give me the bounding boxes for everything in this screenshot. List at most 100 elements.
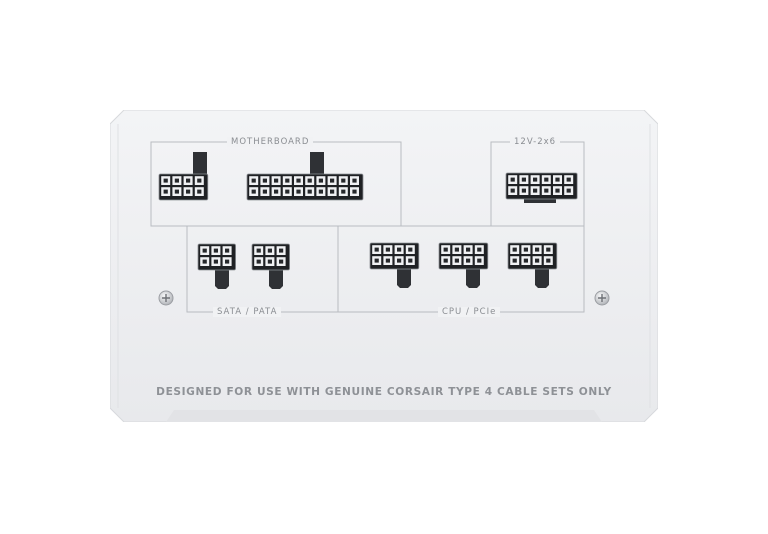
connector-pin-hole (267, 248, 272, 253)
cpu-frame (337, 225, 585, 313)
connector-pin-hole (307, 189, 312, 194)
connector-pin-hole (330, 189, 335, 194)
connector-pin-hole (279, 248, 284, 253)
connector-pin-hole (385, 247, 390, 252)
connector-pin-hole (197, 189, 202, 194)
connector-pin-hole (256, 259, 261, 264)
cable-notice: DESIGNED FOR USE WITH GENUINE CORSAIR TY… (156, 386, 612, 398)
connector-pin-hole (213, 259, 218, 264)
connector-cpu_pcie-8 (507, 242, 558, 288)
connector-pin-hole (186, 178, 191, 183)
connector-pin-hole (279, 259, 284, 264)
connector-latch (215, 270, 229, 289)
connector-pin-hole (174, 189, 179, 194)
connector-pin-hole (397, 247, 402, 252)
connector-pin-hole (374, 247, 379, 252)
screw-icon-left (158, 290, 174, 306)
connector-pin-hole (466, 247, 471, 252)
connector-pin-hole (174, 178, 179, 183)
connector-pin-hole (477, 247, 482, 252)
connector-pin-hole (397, 258, 402, 263)
connector-sata_pata-4 (197, 243, 236, 289)
connector-pin-hole (443, 258, 448, 263)
connector-pin-hole (555, 188, 560, 193)
connector-pin-hole (535, 247, 540, 252)
connector-pin-hole (262, 178, 267, 183)
connector-pin-hole (477, 258, 482, 263)
motherboard-label: MOTHERBOARD (227, 137, 314, 147)
connector-latch (193, 152, 207, 174)
12v-label: 12V-2x6 (510, 137, 561, 147)
connector-pin-hole (454, 258, 459, 263)
connector-12v-3 (505, 172, 578, 203)
connector-pin-hole (163, 189, 168, 194)
connector-pin-hole (566, 177, 571, 182)
connector-pin-hole (521, 177, 526, 182)
connector-pin-hole (408, 247, 413, 252)
connector-pin-hole (225, 259, 230, 264)
connector-pin-hole (341, 189, 346, 194)
connector-pin-hole (251, 178, 256, 183)
connector-pin-hole (546, 258, 551, 263)
connector-pin-hole (523, 247, 528, 252)
connector-pin-hole (267, 259, 272, 264)
connector-pin-hole (544, 188, 549, 193)
connector-pin-hole (521, 188, 526, 193)
connector-pin-hole (163, 178, 168, 183)
connector-pin-hole (256, 248, 261, 253)
connector-pin-hole (544, 177, 549, 182)
connector-sata_pata-5 (251, 243, 290, 289)
connector-pin-hole (296, 189, 301, 194)
connector-pin-hole (533, 177, 538, 182)
connector-pin-hole (213, 248, 218, 253)
connector-pin-hole (285, 178, 290, 183)
connector-pin-hole (197, 178, 202, 183)
connector-motherboard-1 (158, 152, 209, 201)
connector-pin-hole (285, 189, 290, 194)
connector-pin-hole (352, 189, 357, 194)
connector-pin-hole (225, 248, 230, 253)
connector-pin-hole (555, 177, 560, 182)
connector-pin-hole (546, 247, 551, 252)
connector-pin-hole (385, 258, 390, 263)
connector-pin-hole (408, 258, 413, 263)
connector-latch (269, 270, 283, 289)
connector-pin-hole (512, 247, 517, 252)
connector-pin-hole (533, 188, 538, 193)
connector-pin-hole (202, 259, 207, 264)
connector-latch (466, 269, 480, 288)
connector-pin-hole (262, 189, 267, 194)
connector-cpu_pcie-6 (369, 242, 420, 288)
connector-pin-hole (454, 247, 459, 252)
connector-pin-hole (566, 188, 571, 193)
connector-motherboard-2 (246, 152, 364, 201)
connector-pin-hole (466, 258, 471, 263)
connector-pin-hole (202, 248, 207, 253)
cpu-pcie-label: CPU / PCIe (438, 307, 501, 317)
connector-pin-hole (296, 178, 301, 183)
connector-pin-hole (274, 189, 279, 194)
connector-pin-hole (330, 178, 335, 183)
connector-pin-hole (318, 178, 323, 183)
sata-pata-label: SATA / PATA (213, 307, 282, 317)
connector-pin-hole (510, 177, 515, 182)
connector-pin-hole (307, 178, 312, 183)
connector-pin-hole (443, 247, 448, 252)
connector-cpu_pcie-7 (438, 242, 489, 288)
connector-pin-hole (341, 178, 346, 183)
connector-latch (310, 152, 324, 174)
connector-pin-hole (512, 258, 517, 263)
connector-latch (397, 269, 411, 288)
psu-panel: MOTHERBOARD 12V-2x6 SATA / PATA CPU / PC… (110, 110, 658, 422)
connector-pin-hole (374, 258, 379, 263)
connector-pin-hole (274, 178, 279, 183)
connector-pin-hole (251, 189, 256, 194)
connector-pin-hole (186, 189, 191, 194)
connector-pin-hole (523, 258, 528, 263)
panel-body (110, 110, 658, 422)
connector-pin-hole (535, 258, 540, 263)
connector-pin-hole (318, 189, 323, 194)
connector-latch (524, 199, 556, 203)
connector-pin-hole (510, 188, 515, 193)
screw-icon-right (594, 290, 610, 306)
